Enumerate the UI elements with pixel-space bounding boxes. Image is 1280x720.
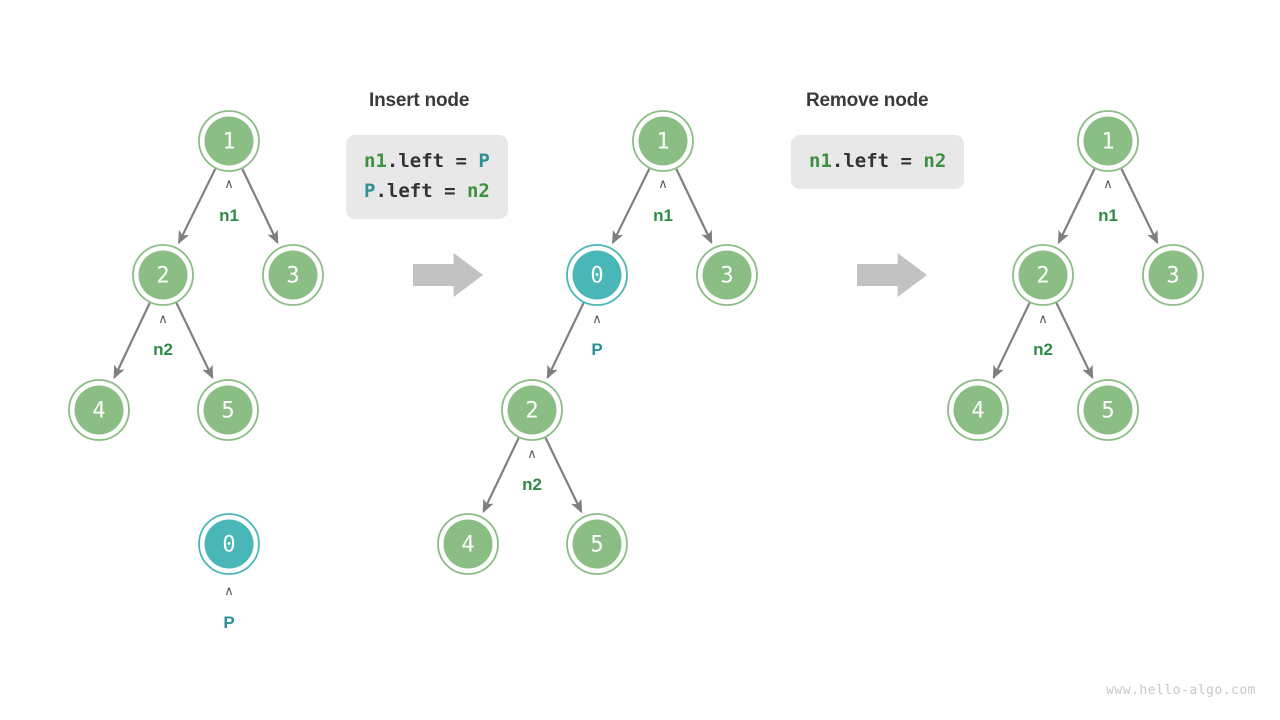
code-line: n1.left = n2 bbox=[809, 146, 946, 176]
pointer-caret-icon: ∧ bbox=[1103, 177, 1113, 192]
tree-node: 1 bbox=[198, 110, 260, 172]
flow-arrow-icon bbox=[413, 253, 483, 297]
code-token: .left = bbox=[375, 180, 467, 202]
tree-node-value: 1 bbox=[656, 130, 669, 155]
tree-node-value: 5 bbox=[590, 533, 603, 558]
tree-node: 4 bbox=[947, 379, 1009, 441]
tree-node: 3 bbox=[696, 244, 758, 306]
tree-node: 4 bbox=[68, 379, 130, 441]
code-token: n2 bbox=[923, 150, 947, 172]
panel-title-insert: Insert node bbox=[369, 90, 470, 111]
tree-edge bbox=[241, 168, 279, 245]
code-token: P bbox=[478, 150, 490, 172]
code-line: n1.left = P bbox=[364, 146, 490, 176]
pointer-label: n1 bbox=[1098, 206, 1118, 225]
tree-edge bbox=[113, 302, 151, 380]
tree-node-value: 2 bbox=[525, 399, 538, 424]
tree-node-value: 4 bbox=[92, 399, 105, 424]
tree-node-value: 3 bbox=[1166, 264, 1179, 289]
tree-edge bbox=[611, 168, 651, 245]
pointer-caret-icon: ∧ bbox=[658, 177, 668, 192]
tree-edge bbox=[992, 302, 1031, 380]
pointer-caret-icon: ∧ bbox=[592, 312, 602, 327]
tree-node: 4 bbox=[437, 513, 499, 575]
tree-edge bbox=[1055, 302, 1094, 380]
tree-node-value: 4 bbox=[971, 399, 984, 424]
tree-node: 3 bbox=[262, 244, 324, 306]
pointer-label: n2 bbox=[1033, 340, 1053, 359]
tree-edge bbox=[546, 302, 585, 380]
tree-node: 3 bbox=[1142, 244, 1204, 306]
tree-node-value: 4 bbox=[461, 533, 474, 558]
pointer-caret-icon: ∧ bbox=[224, 177, 234, 192]
tree-node: 0 bbox=[198, 513, 260, 575]
tree-edge bbox=[1057, 168, 1096, 245]
flow-arrow-icon bbox=[857, 253, 927, 297]
code-box-remove: n1.left = n2 bbox=[791, 135, 965, 189]
code-token: P bbox=[364, 180, 376, 202]
tree-node: 5 bbox=[566, 513, 628, 575]
tree-node: 2 bbox=[501, 379, 563, 441]
tree-node: 0 bbox=[566, 244, 628, 306]
tree-node-value: 2 bbox=[156, 264, 169, 289]
code-token: n1 bbox=[809, 150, 832, 172]
pointer-label: P bbox=[223, 613, 235, 632]
nodes-layer: 1 2 3 4 5 0 1 0 3 2 4 5 1 2 3 4 5 bbox=[68, 110, 1204, 575]
tree-node-value: 0 bbox=[222, 533, 235, 558]
pointer-caret-icon: ∧ bbox=[158, 312, 168, 327]
tree-node-value: 1 bbox=[1101, 130, 1114, 155]
code-token: n2 bbox=[466, 180, 490, 202]
pointer-caret-icon: ∧ bbox=[1038, 312, 1048, 327]
tree-node-value: 0 bbox=[590, 264, 603, 289]
pointer-label: P bbox=[591, 340, 603, 359]
flow-arrows-layer bbox=[413, 253, 927, 297]
tree-node-value: 3 bbox=[720, 264, 733, 289]
tree-node: 2 bbox=[1012, 244, 1074, 306]
edges-layer bbox=[113, 168, 1159, 514]
pointer-caret-icon: ∧ bbox=[224, 584, 234, 599]
code-token: n1 bbox=[364, 150, 387, 172]
tree-node: 5 bbox=[197, 379, 259, 441]
code-token: .left = bbox=[831, 150, 924, 172]
tree-node-value: 3 bbox=[286, 264, 299, 289]
code-token: .left = bbox=[386, 150, 479, 172]
pointer-label: n1 bbox=[219, 206, 239, 225]
tree-edge bbox=[1120, 168, 1159, 245]
tree-node-value: 5 bbox=[1101, 399, 1114, 424]
tree-edge bbox=[544, 437, 583, 514]
panel-title-remove: Remove node bbox=[806, 90, 929, 111]
tree-node-value: 1 bbox=[222, 130, 235, 155]
tree-edge bbox=[175, 302, 214, 380]
tree-node-value: 2 bbox=[1036, 264, 1049, 289]
tree-node-value: 5 bbox=[221, 399, 234, 424]
tree-edge bbox=[675, 168, 713, 245]
tree-edge bbox=[482, 437, 520, 514]
tree-node: 1 bbox=[632, 110, 694, 172]
pointer-label: n2 bbox=[522, 475, 542, 494]
code-line: P.left = n2 bbox=[364, 176, 490, 206]
tree-node: 5 bbox=[1077, 379, 1139, 441]
tree-node: 1 bbox=[1077, 110, 1139, 172]
watermark: www.hello-algo.com bbox=[1106, 683, 1256, 698]
pointer-label: n2 bbox=[153, 340, 173, 359]
tree-edge bbox=[177, 168, 217, 245]
pointer-caret-icon: ∧ bbox=[527, 447, 537, 462]
pointer-label: n1 bbox=[653, 206, 673, 225]
tree-node: 2 bbox=[132, 244, 194, 306]
